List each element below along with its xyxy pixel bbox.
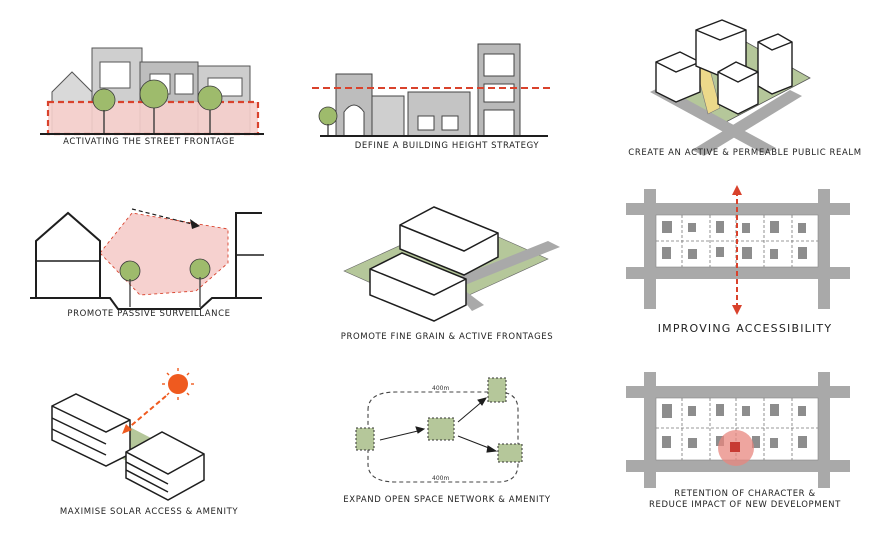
caption-character: RETENTION OF CHARACTER & REDUCE IMPACT O…	[649, 489, 841, 510]
sun-icon	[162, 368, 194, 400]
caption-street-frontage: ACTIVATING THE STREET FRONTAGE	[63, 137, 235, 147]
caption-passive-surveillance: PROMOTE PASSIVE SURVEILLANCE	[67, 309, 231, 319]
panel-public-realm: CREATE AN ACTIVE & PERMEABLE PUBLIC REAL…	[596, 0, 894, 183]
panel-height-strategy: DEFINE A BUILDING HEIGHT STRATEGY	[298, 0, 596, 183]
panel-solar-access: MAXIMISE SOLAR ACCESS & AMENITY	[0, 366, 298, 549]
panel-open-space: 400m 400m EXPAND OPEN SPACE NETWORK & AM…	[298, 366, 596, 549]
caption-open-space: EXPAND OPEN SPACE NETWORK & AMENITY	[343, 495, 551, 505]
fine-grain-sketch	[343, 206, 560, 322]
distance-label-bottom: 400m	[432, 475, 449, 482]
accessibility-sketch	[626, 185, 850, 315]
panel-street-frontage: ACTIVATING THE STREET FRONTAGE	[0, 0, 298, 183]
public-realm-sketch	[650, 19, 811, 156]
caption-public-realm: CREATE AN ACTIVE & PERMEABLE PUBLIC REAL…	[628, 148, 862, 158]
height-strategy-sketch	[312, 43, 554, 137]
open-space-sketch: 400m 400m	[355, 377, 523, 483]
panel-character: RETENTION OF CHARACTER & REDUCE IMPACT O…	[596, 366, 894, 549]
panel-accessibility: IMPROVING ACCESSIBILITY	[596, 183, 894, 366]
passive-surveillance-sketch	[30, 208, 264, 310]
panel-passive-surveillance: PROMOTE PASSIVE SURVEILLANCE	[0, 183, 298, 366]
caption-accessibility: IMPROVING ACCESSIBILITY	[657, 322, 833, 335]
caption-height-strategy: DEFINE A BUILDING HEIGHT STRATEGY	[354, 141, 540, 151]
character-sketch	[626, 372, 850, 488]
solar-access-sketch	[51, 368, 205, 501]
distance-label-top: 400m	[432, 385, 449, 392]
caption-fine-grain: PROMOTE FINE GRAIN & ACTIVE FRONTAGES	[340, 332, 554, 342]
caption-solar-access: MAXIMISE SOLAR ACCESS & AMENITY	[59, 507, 239, 517]
panel-fine-grain: PROMOTE FINE GRAIN & ACTIVE FRONTAGES	[298, 183, 596, 366]
street-frontage-sketch	[40, 47, 264, 136]
